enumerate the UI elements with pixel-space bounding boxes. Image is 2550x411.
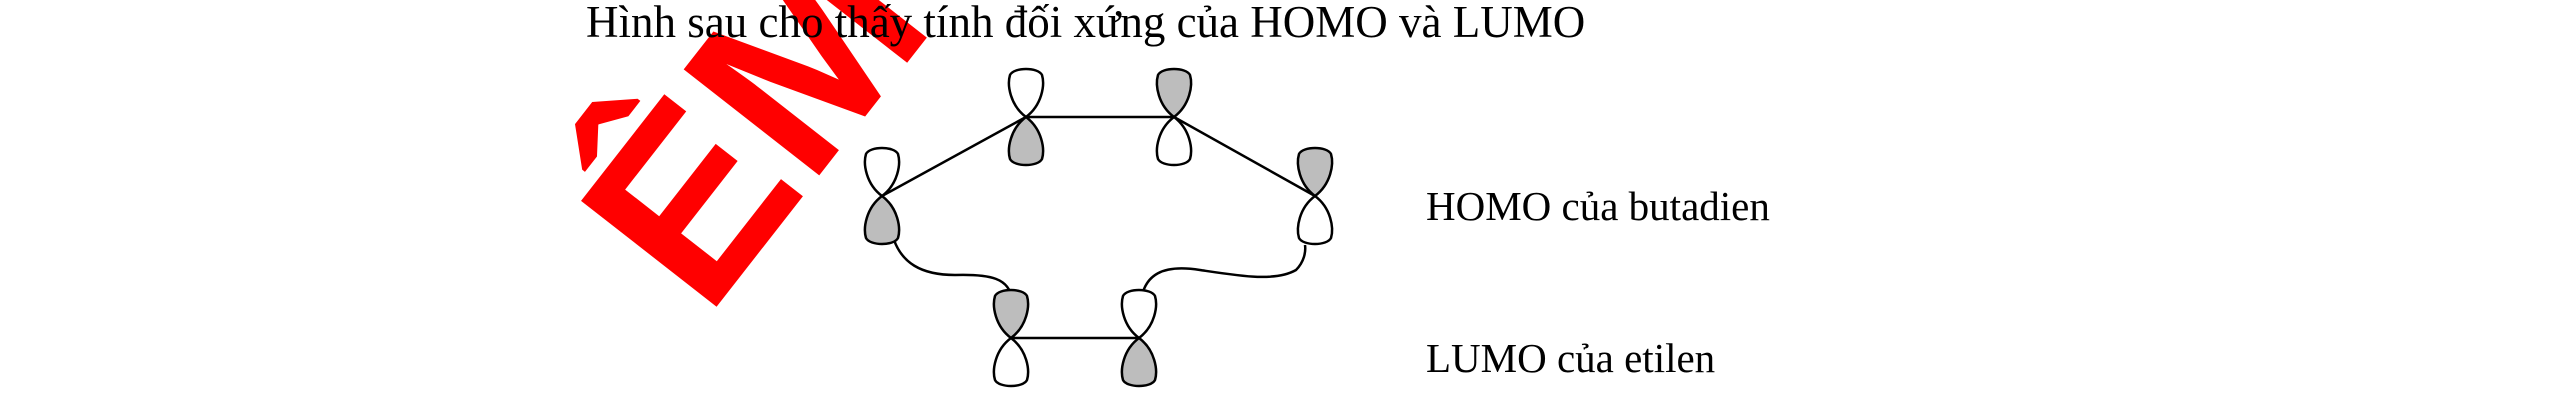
overlap-curve-left bbox=[892, 239, 1014, 301]
lumo-label: LUMO của etilen bbox=[1426, 335, 1716, 381]
homo-label: HOMO của butadien bbox=[1426, 183, 1770, 229]
butadiene-bonds bbox=[881, 115, 1316, 198]
overlap-curve-right bbox=[1139, 244, 1307, 301]
bond-c1-c2 bbox=[881, 115, 1027, 198]
overlap-curves bbox=[892, 239, 1307, 301]
bond-c3-c4 bbox=[1173, 115, 1316, 198]
orbital-c4 bbox=[1296, 146, 1334, 246]
page-heading: Hình sau cho thấy tính đối xứng của HOMO… bbox=[586, 0, 1586, 47]
